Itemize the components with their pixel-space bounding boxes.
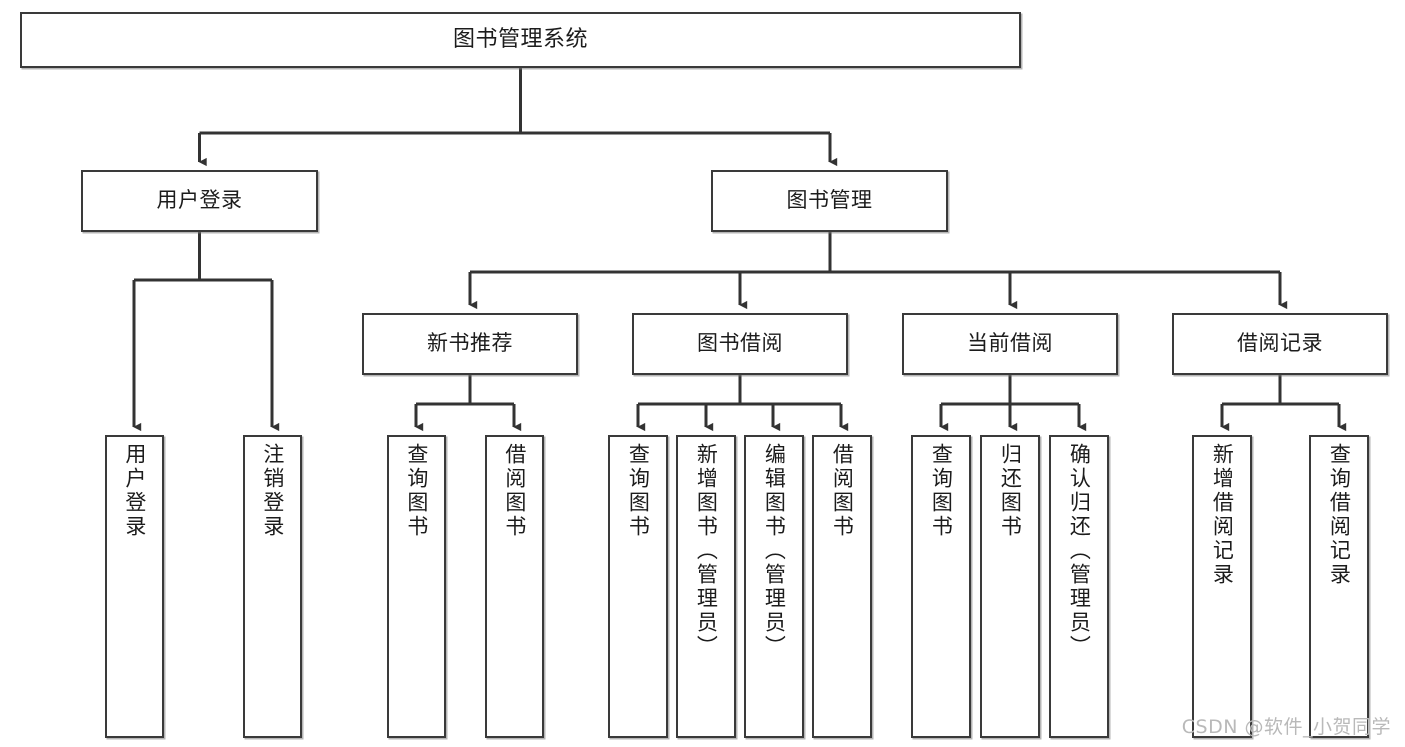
- watermark-text: CSDN @软件_小贺同学: [1181, 716, 1391, 738]
- node-leaf-borrow-book[interactable]: 借阅图书: [812, 435, 872, 738]
- node-label: 查询图书: [929, 443, 954, 539]
- node-label: 借阅图书: [502, 443, 527, 539]
- node-label: 图书管理: [786, 188, 873, 213]
- node-label: 新增图书（管理员）: [694, 443, 719, 659]
- node-label: 查询借阅记录: [1327, 443, 1352, 587]
- node-label: 图书借阅: [697, 331, 783, 356]
- node-book-management[interactable]: 图书管理: [711, 170, 948, 232]
- node-book-borrowing[interactable]: 图书借阅: [632, 313, 848, 375]
- node-label: 借阅记录: [1237, 331, 1323, 356]
- node-label: 用户登录: [122, 443, 147, 539]
- node-leaf-edit-book-admin[interactable]: 编辑图书（管理员）: [744, 435, 804, 738]
- node-leaf-current-query-book[interactable]: 查询图书: [911, 435, 971, 738]
- node-new-book-recommendation[interactable]: 新书推荐: [362, 313, 578, 375]
- node-label: 归还图书: [998, 443, 1023, 539]
- node-label: 用户登录: [156, 188, 243, 213]
- node-leaf-add-borrow-record[interactable]: 新增借阅记录: [1192, 435, 1252, 738]
- node-label: 图书管理系统: [452, 26, 588, 52]
- node-label: 借阅图书: [830, 443, 855, 539]
- node-label: 编辑图书（管理员）: [762, 443, 787, 659]
- node-leaf-recommend-borrow-book[interactable]: 借阅图书: [485, 435, 544, 738]
- node-leaf-query-borrow-record[interactable]: 查询借阅记录: [1309, 435, 1369, 738]
- node-leaf-add-book-admin[interactable]: 新增图书（管理员）: [676, 435, 736, 738]
- node-leaf-user-logout[interactable]: 注销登录: [243, 435, 302, 738]
- node-label: 新增借阅记录: [1210, 443, 1235, 587]
- node-current-borrowing[interactable]: 当前借阅: [902, 313, 1118, 375]
- node-user-login[interactable]: 用户登录: [81, 170, 318, 232]
- node-label: 新书推荐: [427, 331, 513, 356]
- node-root-book-management-system[interactable]: 图书管理系统: [20, 12, 1021, 68]
- node-label: 查询图书: [626, 443, 651, 539]
- node-label: 确认归还（管理员）: [1067, 443, 1092, 659]
- node-label: 注销登录: [260, 443, 285, 539]
- node-leaf-borrow-query-book[interactable]: 查询图书: [608, 435, 668, 738]
- node-borrowing-records[interactable]: 借阅记录: [1172, 313, 1388, 375]
- node-leaf-return-book[interactable]: 归还图书: [980, 435, 1040, 738]
- node-leaf-recommend-query-book[interactable]: 查询图书: [387, 435, 446, 738]
- node-leaf-user-login[interactable]: 用户登录: [105, 435, 164, 738]
- node-label: 当前借阅: [967, 331, 1053, 356]
- node-label: 查询图书: [404, 443, 429, 539]
- node-leaf-confirm-return-admin[interactable]: 确认归还（管理员）: [1049, 435, 1109, 738]
